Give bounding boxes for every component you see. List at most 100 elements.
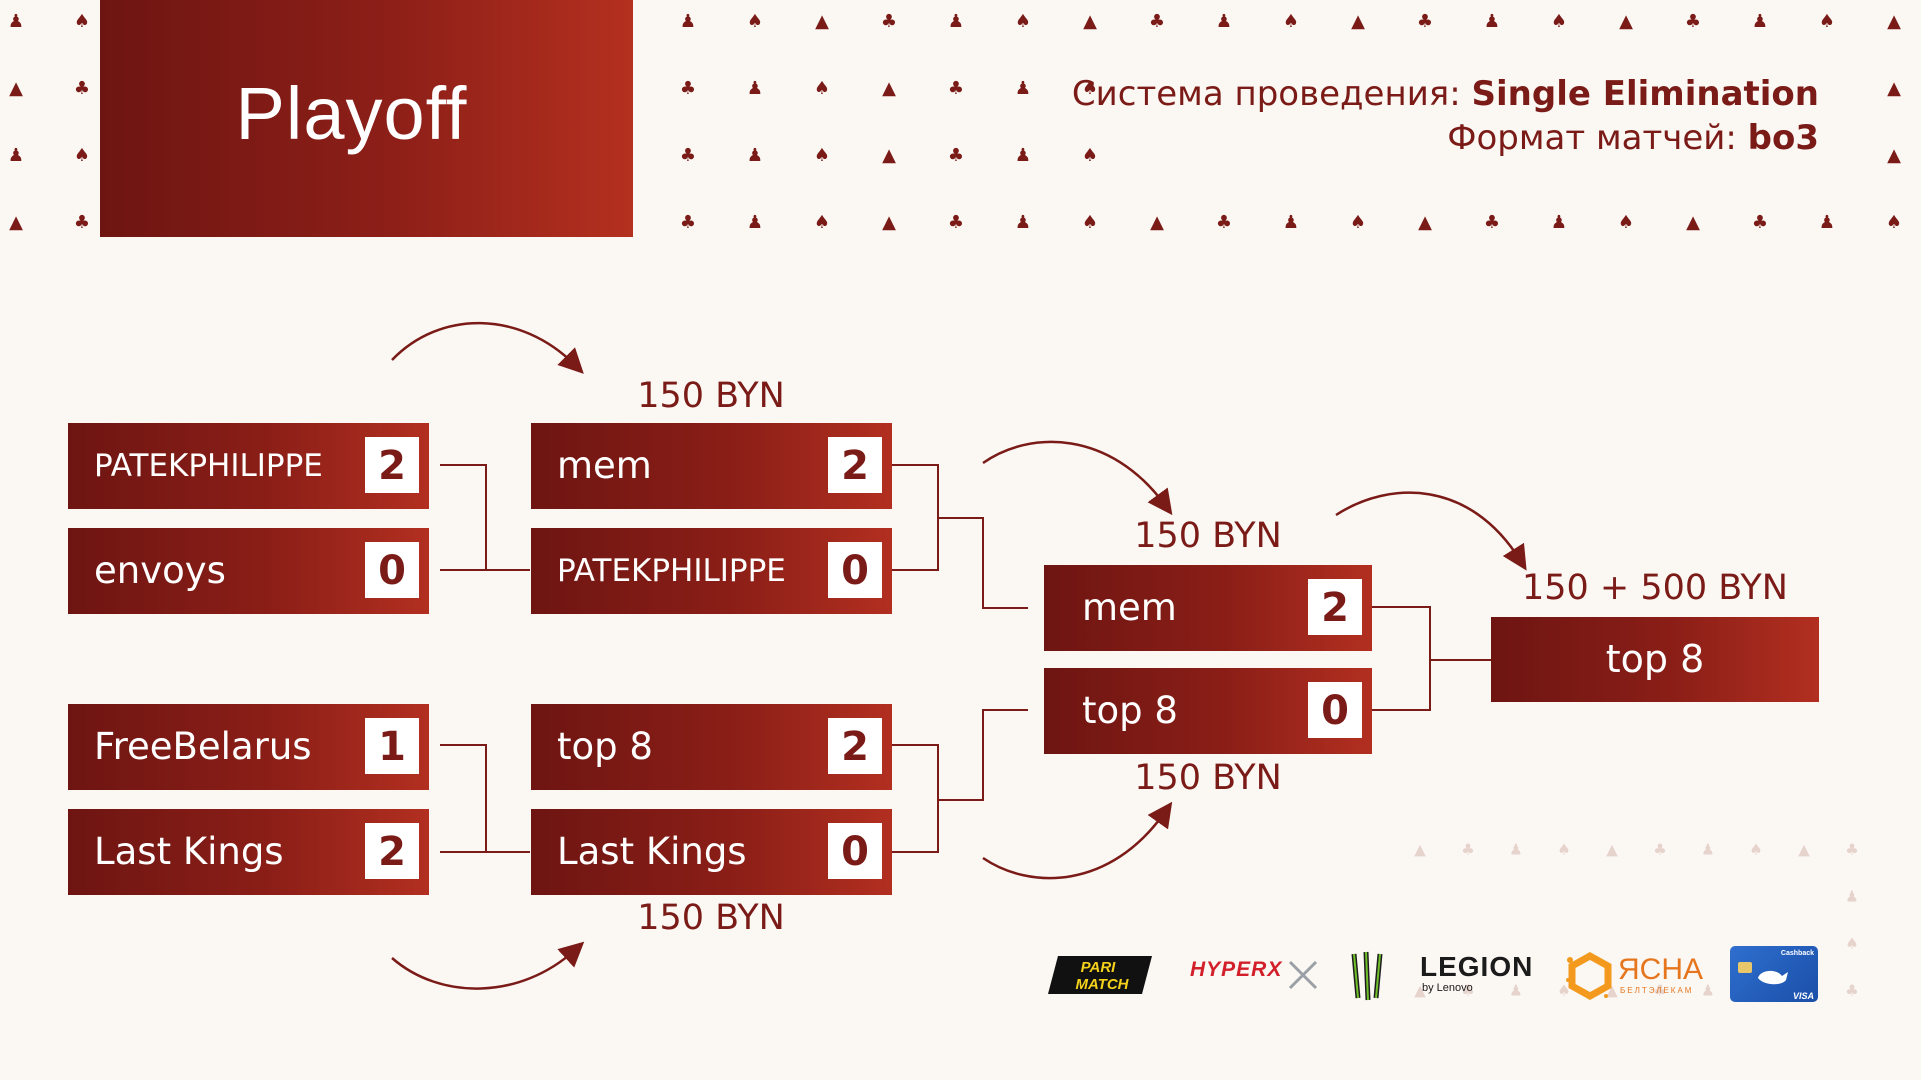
- team-name: top 8: [557, 725, 653, 768]
- mask-icon: ♟: [746, 212, 764, 233]
- final-prize-bottom: 150 BYN: [1134, 758, 1282, 798]
- anvil-icon: ♣: [679, 145, 697, 166]
- bird-icon: ▲: [1606, 981, 1618, 1000]
- fist-icon: ♠: [1014, 11, 1032, 32]
- team-name: mem: [557, 444, 652, 487]
- bird-icon: ▲: [882, 78, 896, 99]
- bird-icon: ▲: [1619, 11, 1633, 32]
- bird-icon: ▲: [1686, 212, 1700, 233]
- fist-icon: ♠: [1081, 78, 1099, 99]
- team-score: 2: [828, 718, 882, 774]
- team-name: Last Kings: [557, 830, 747, 873]
- r2m2-team1: top 8 2: [531, 704, 892, 790]
- format-label: Система проведения:: [1071, 74, 1461, 114]
- bird-icon: ▲: [1887, 145, 1901, 166]
- mask-icon: ♟: [746, 145, 764, 166]
- anvil-icon: ♣: [1483, 212, 1501, 233]
- yasna-name: ЯСНА: [1618, 953, 1704, 986]
- parimatch-line2: MATCH: [1075, 976, 1129, 993]
- mask-icon: ♟: [1483, 11, 1501, 32]
- final-team2: top 8 0: [1044, 668, 1372, 754]
- whale-icon: [1758, 970, 1788, 985]
- mask-icon: ♟: [679, 11, 697, 32]
- fist-icon: ♠: [1749, 840, 1763, 859]
- team-name: top 8: [1082, 689, 1178, 732]
- bird-icon: ▲: [1414, 840, 1426, 859]
- bird-icon: ▲: [1798, 840, 1810, 859]
- team-score: 0: [828, 823, 882, 879]
- match-format-label: Формат матчей:: [1447, 118, 1737, 158]
- yasna-logo: ЯСНА БЕЛТЭЛЕКАМ: [1566, 950, 1704, 1002]
- fist-icon: ♠: [813, 212, 831, 233]
- format-value: Single Elimination: [1471, 74, 1819, 114]
- anvil-icon: ♣: [1461, 840, 1475, 859]
- match-format-line: Формат матчей: bo3: [1072, 116, 1819, 160]
- anvil-icon: ♣: [1845, 981, 1859, 1000]
- mask-icon: ♟: [1014, 212, 1032, 233]
- bird-icon: ▲: [1887, 11, 1901, 32]
- anvil-icon: ♣: [73, 212, 91, 233]
- card-brand: Cashback: [1780, 950, 1814, 957]
- fist-icon: ♠: [73, 145, 91, 166]
- team-score: 2: [1308, 579, 1362, 635]
- fist-icon: ♠: [1818, 11, 1836, 32]
- anvil-icon: ♣: [1461, 981, 1475, 1000]
- parimatch-line1: PARI: [1081, 959, 1117, 976]
- card-network: VISA: [1792, 991, 1814, 1001]
- anvil-icon: ♣: [679, 212, 697, 233]
- fist-icon: ♠: [1617, 212, 1635, 233]
- bird-icon: ▲: [882, 145, 896, 166]
- bird-icon: ▲: [1150, 212, 1164, 233]
- r1m1-team1: PATEKPHILIPPE 2: [68, 423, 429, 509]
- mask-icon: ♟: [1509, 981, 1523, 1000]
- team-name: FreeBelarus: [94, 725, 312, 768]
- mask-icon: ♟: [1014, 78, 1032, 99]
- team-score: 1: [365, 718, 419, 774]
- r2m1-team2: PATEKPHILIPPE 0: [531, 528, 892, 614]
- fist-icon: ♠: [1557, 840, 1571, 859]
- anvil-icon: ♣: [1684, 11, 1702, 32]
- arrow-curve-2: [391, 941, 585, 990]
- fist-icon: ♠: [1845, 934, 1859, 953]
- bird-icon: ▲: [1351, 11, 1365, 32]
- bird-icon: ▲: [1606, 840, 1618, 859]
- r2m1-prize: 150 BYN: [637, 376, 785, 416]
- arrow-curve-3: [982, 440, 1173, 516]
- bird-icon: ▲: [1414, 981, 1426, 1000]
- team-name: envoys: [94, 549, 226, 592]
- fist-icon: ♠: [813, 78, 831, 99]
- connector-r2m1: [892, 464, 939, 571]
- final-team1: mem 2: [1044, 565, 1372, 651]
- bank-card-logo: Cashback VISA: [1730, 946, 1820, 1004]
- anvil-icon: ♣: [947, 212, 965, 233]
- bird-icon: ▲: [9, 78, 23, 99]
- mask-icon: ♟: [1701, 840, 1715, 859]
- format-line: Система проведения: Single Elimination: [1072, 72, 1819, 116]
- team-score: 2: [365, 437, 419, 493]
- mask-icon: ♟: [1509, 840, 1523, 859]
- team-score: 2: [365, 823, 419, 879]
- fist-icon: ♠: [746, 11, 764, 32]
- monster-energy-logo: [1348, 950, 1388, 1002]
- team-name: PATEKPHILIPPE: [557, 553, 786, 589]
- fist-icon: ♠: [1557, 981, 1571, 1000]
- connector-r2m2-c: [938, 709, 1028, 801]
- mask-icon: ♟: [1818, 212, 1836, 233]
- r2m1-team1: mem 2: [531, 423, 892, 509]
- team-score: 2: [828, 437, 882, 493]
- anvil-icon: ♣: [1416, 11, 1434, 32]
- mask-icon: ♟: [1550, 212, 1568, 233]
- bird-icon: ▲: [815, 11, 829, 32]
- arrow-curve-4: [982, 801, 1173, 880]
- fist-icon: ♠: [1349, 212, 1367, 233]
- r2m2-team2: Last Kings 0: [531, 809, 892, 895]
- anvil-icon: ♣: [947, 78, 965, 99]
- page-title: Playoff: [235, 72, 468, 155]
- anvil-icon: ♣: [679, 78, 697, 99]
- r2m2-prize: 150 BYN: [637, 898, 785, 938]
- arrow-curve-1: [391, 321, 584, 374]
- card-chip: [1738, 962, 1752, 973]
- match-format-value: bo3: [1747, 118, 1819, 158]
- parimatch-logo: PARI MATCH: [1048, 952, 1152, 998]
- hyperx-logo: HYPERX: [1190, 958, 1318, 994]
